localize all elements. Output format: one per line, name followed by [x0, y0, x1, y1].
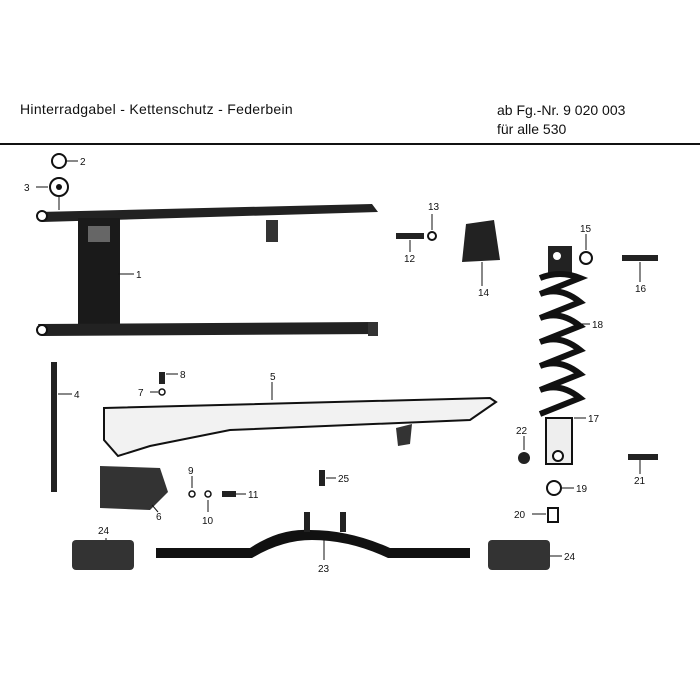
- footrest-rubber-right: [488, 540, 550, 570]
- callout-15: 15: [580, 224, 592, 235]
- callout-9: 9: [188, 466, 194, 477]
- callout-16: 16: [635, 284, 647, 295]
- model-info: ab Fg.-Nr. 9 020 003 für alle 530: [497, 101, 625, 139]
- washer-15: [579, 251, 593, 265]
- bolt-16: [622, 255, 658, 261]
- callout-21: 21: [634, 476, 646, 487]
- shock-absorber: [538, 246, 589, 465]
- pad-hardware: [396, 220, 500, 262]
- callout-2: 2: [80, 157, 86, 168]
- model-line-1: ab Fg.-Nr. 9 020 003: [497, 102, 626, 118]
- callout-19: 19: [576, 484, 588, 495]
- callout-23: 23: [318, 564, 330, 575]
- header-rule: [0, 143, 700, 145]
- washer-19: [546, 480, 562, 496]
- sleeve-20: [547, 507, 559, 523]
- callout-8: 8: [180, 370, 186, 381]
- callout-24-right: 24: [564, 552, 576, 563]
- callout-4: 4: [74, 390, 80, 401]
- callout-10: 10: [202, 516, 214, 527]
- diagram-title: Hinterradgabel - Kettenschutz - Federbei…: [20, 101, 293, 117]
- chain-guard: [103, 396, 498, 458]
- callout-14: 14: [478, 288, 490, 299]
- callout-11: 11: [248, 490, 259, 501]
- callout-12: 12: [404, 254, 416, 265]
- callout-24-left: 24: [98, 526, 110, 537]
- footrest-bar: [156, 529, 470, 558]
- footrest-rubber-left: [72, 540, 134, 570]
- leader-lines: [36, 160, 641, 560]
- model-line-2: für alle 530: [497, 121, 567, 137]
- bolt-21: [628, 454, 658, 460]
- nut-and-washer: [49, 153, 69, 210]
- callout-20: 20: [514, 510, 526, 521]
- callout-1: 1: [136, 270, 142, 281]
- callout-22: 22: [516, 426, 528, 437]
- callout-7: 7: [138, 388, 144, 399]
- callout-17: 17: [588, 414, 600, 425]
- callout-3: 3: [24, 183, 30, 194]
- swingarm: [36, 204, 378, 336]
- washer-22: [518, 452, 530, 464]
- bolt-25: [319, 470, 325, 486]
- axle: [51, 362, 57, 492]
- small-hardware: [158, 372, 236, 498]
- chain-guard-bracket: [100, 466, 168, 510]
- callout-25: 25: [338, 474, 350, 485]
- callout-13: 13: [428, 202, 440, 213]
- callout-18: 18: [592, 320, 604, 331]
- callout-5: 5: [270, 372, 276, 383]
- callout-6: 6: [156, 512, 162, 523]
